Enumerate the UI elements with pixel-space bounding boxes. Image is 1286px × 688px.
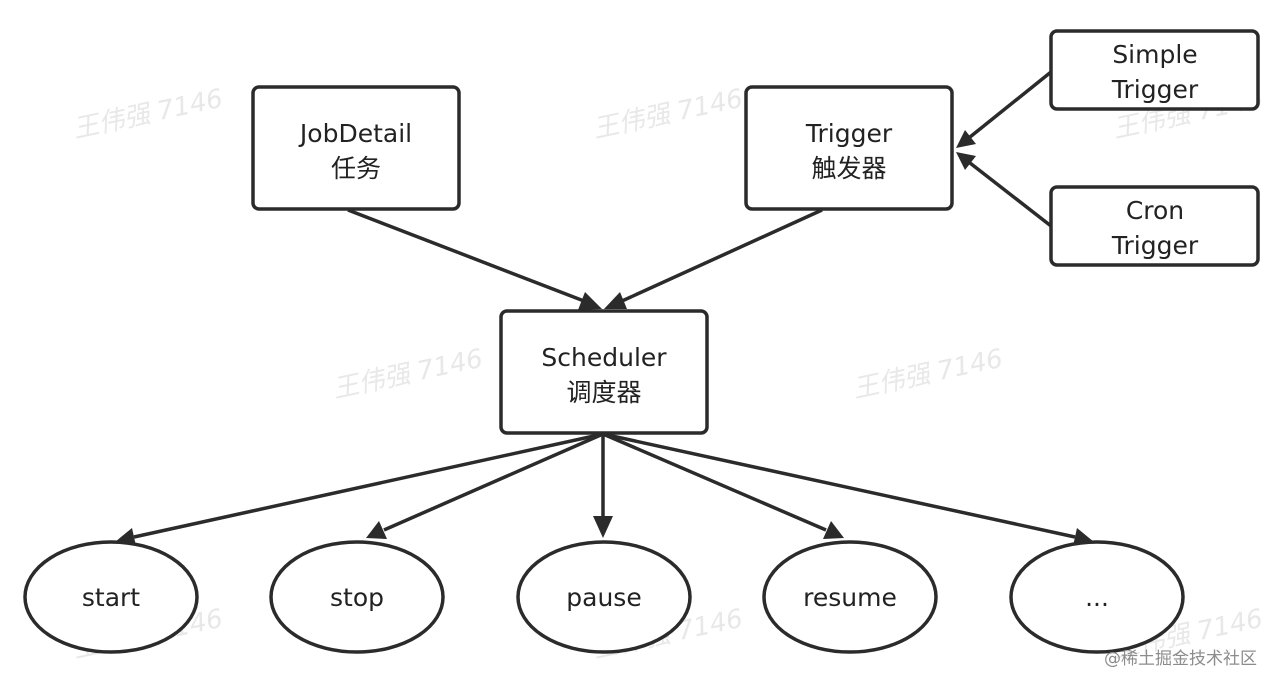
edge-trigger-to-scheduler [604,208,823,309]
node-pause: pause [516,540,692,654]
more-label: ... [1085,583,1109,612]
scheduler-sublabel: 调度器 [566,378,641,407]
watermark: 王伟强 7146 [70,84,225,145]
watermark: 王伟强 7146 [330,344,485,405]
edge-simple-trigger-to-trigger [956,70,1053,148]
node-stop: stop [269,540,445,654]
node-simple-trigger: Simple Trigger [1049,29,1260,111]
edge-scheduler-to-start [115,432,604,546]
node-jobdetail: JobDetail 任务 [251,85,461,211]
simple-trigger-label: Simple [1112,40,1197,69]
node-trigger: Trigger 触发器 [744,85,954,211]
edge-scheduler-to-more [602,432,1094,546]
watermark: 王伟强 7146 [850,344,1005,405]
edge-scheduler-to-stop [366,432,604,539]
stop-label: stop [330,583,384,612]
jobdetail-sublabel: 任务 [331,154,381,183]
edge-cron-trigger-to-trigger [956,152,1053,228]
simple-trigger-sublabel: Trigger [1111,75,1199,104]
node-cron-trigger: Cron Trigger [1049,185,1260,267]
resume-label: resume [803,583,897,612]
jobdetail-label: JobDetail [298,119,412,148]
edge-scheduler-to-pause [593,434,613,538]
scheduler-label: Scheduler [541,343,667,372]
pause-label: pause [566,583,641,612]
source-credit: @稀土掘金技术社区 [1104,649,1257,669]
node-start: start [23,540,199,654]
edge-scheduler-to-resume [602,432,844,539]
start-label: start [82,583,140,612]
node-resume: resume [762,540,938,654]
edges [115,70,1094,546]
edge-jobdetail-to-scheduler [347,208,602,310]
node-more: ... [1009,540,1185,654]
cron-trigger-sublabel: Trigger [1111,231,1199,260]
watermark: 王伟强 7146 [590,84,745,145]
cron-trigger-label: Cron [1126,196,1184,225]
trigger-sublabel: 触发器 [811,154,886,183]
trigger-label: Trigger [805,119,893,148]
node-scheduler: Scheduler 调度器 [499,309,709,435]
